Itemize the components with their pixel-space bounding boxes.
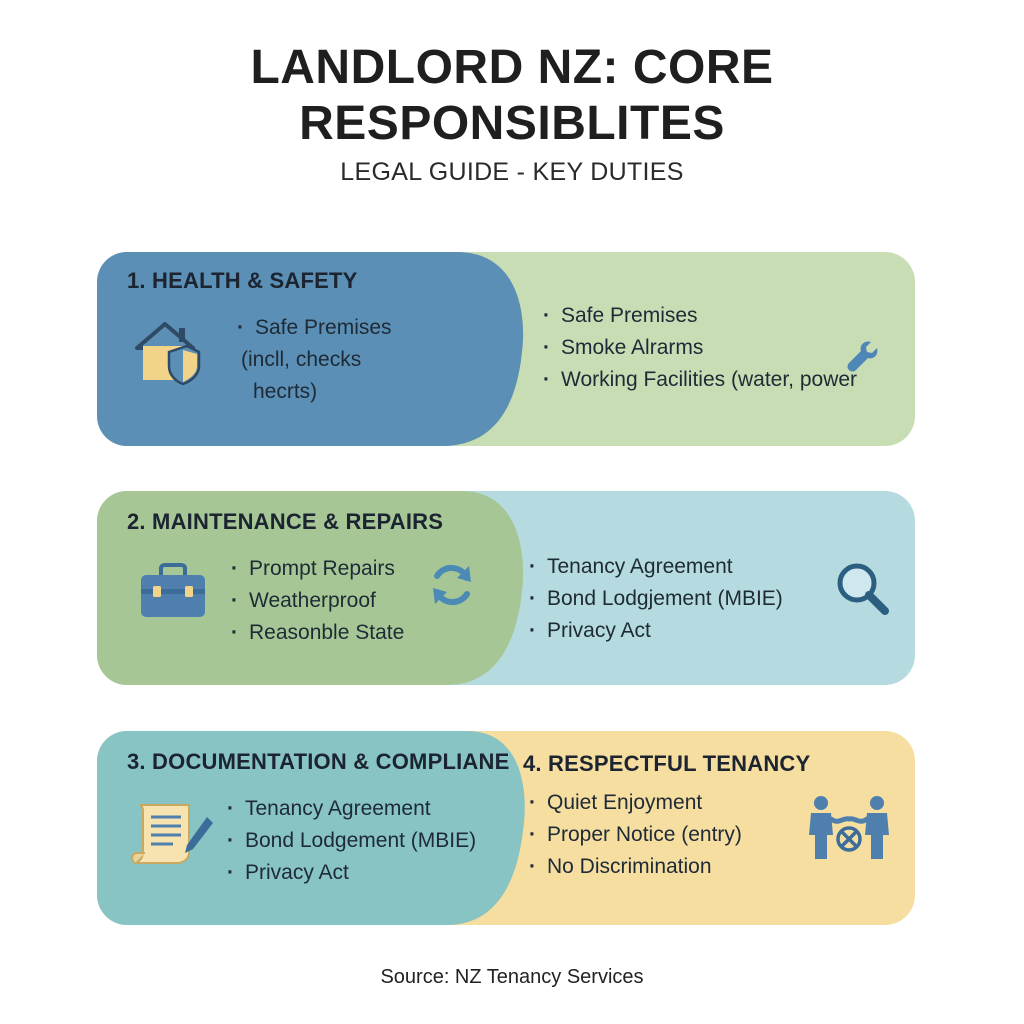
title-line-1: LANDLORD NZ: CORE xyxy=(250,41,774,94)
people-no-discrimination-icon xyxy=(807,795,891,866)
page-subtitle: LEGAL GUIDE - KEY DUTIES xyxy=(340,158,684,186)
title-line-2: RESPONSIBLITES xyxy=(299,97,725,150)
list-item: ·Working Facilities (water, power xyxy=(543,368,858,391)
list-item: ·Reasonble State xyxy=(231,621,405,644)
refresh-icon xyxy=(427,560,477,615)
toolbox-icon xyxy=(139,563,207,624)
right-bullet-list: ·Tenancy Agreement ·Bond Lodgjement (MBI… xyxy=(529,551,783,647)
list-item: ·Safe Premises xyxy=(543,304,698,327)
left-bullet-list: ·Tenancy Agreement ·Bond Lodgement (MBIE… xyxy=(227,793,476,889)
house-shield-icon xyxy=(131,316,203,391)
card-title: 1. HEALTH & SAFETY xyxy=(127,268,358,293)
card-title-right: 4. RESPECTFUL TENANCY xyxy=(523,751,811,776)
right-bullet-list: ·Safe Premises ·Smoke Alrarms ·Working F… xyxy=(543,300,857,396)
wrench-icon xyxy=(845,338,881,379)
list-item: ·Quiet Enjoyment xyxy=(529,791,703,814)
list-item: ·Tenancy Agreement xyxy=(529,555,733,578)
document-pen-icon xyxy=(131,799,215,872)
list-item: ·Bond Lodgjement (MBIE) xyxy=(529,587,783,610)
list-item: ·Proper Notice (entry) xyxy=(529,823,742,846)
card-background xyxy=(97,491,915,685)
card-background xyxy=(97,252,915,446)
magnifier-icon xyxy=(833,559,891,622)
card-maintenance-repairs: 2. MAINTENANCE & REPAIRS ·Prompt Repairs… xyxy=(97,491,915,685)
list-item: ·Tenancy Agreement xyxy=(227,797,431,820)
right-bullet-list: ·Quiet Enjoyment ·Proper Notice (entry) … xyxy=(529,787,742,883)
list-item: ·Bond Lodgement (MBIE) xyxy=(227,829,477,852)
list-item: ·Safe Premises xyxy=(237,316,392,339)
list-item: (incll, checks xyxy=(241,348,362,371)
card-documentation-respectful: 3. DOCUMENTATION & COMPLIANE 4. RESPECTF… xyxy=(97,731,915,925)
source-note: Source: NZ Tenancy Services xyxy=(380,966,644,988)
list-item: ·Weatherproof xyxy=(231,589,376,612)
card-health-safety: 1. HEALTH & SAFETY ·Safe Premises (incll… xyxy=(97,252,915,446)
list-item: ·Privacy Act xyxy=(529,619,651,642)
list-item: ·Smoke Alrarms xyxy=(543,336,704,359)
page-title: LANDLORD NZ: CORE RESPONSIBLITES xyxy=(0,40,1024,152)
list-item: ·Privacy Act xyxy=(227,861,349,884)
list-item: ·No Discrimination xyxy=(529,855,712,878)
left-bullet-list: ·Prompt Repairs ·Weatherproof ·Reasonble… xyxy=(231,553,404,649)
list-item: ·Prompt Repairs xyxy=(231,557,395,580)
left-bullet-list: ·Safe Premises (incll, checks hecrts) xyxy=(237,312,392,408)
card-title: 2. MAINTENANCE & REPAIRS xyxy=(127,509,444,534)
card-background xyxy=(97,731,915,925)
list-item: hecrts) xyxy=(253,380,318,403)
card-title-left: 3. DOCUMENTATION & COMPLIANE xyxy=(127,749,510,774)
